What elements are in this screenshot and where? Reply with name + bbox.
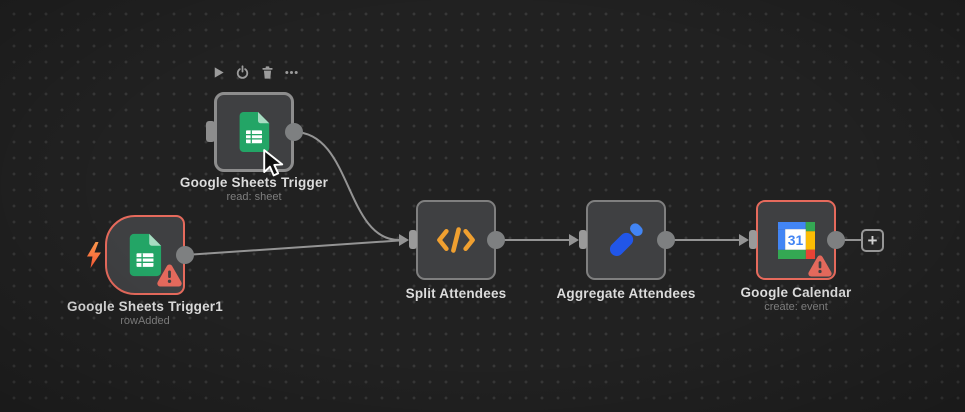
google-sheets-icon (239, 112, 270, 152)
node5-input-port[interactable] (749, 230, 757, 249)
node5-subtitle: create: event (764, 301, 828, 313)
arrowhead-split-input (399, 234, 409, 246)
wire-sheets-trigger1-to-split (184, 239, 400, 256)
lightning-bolt-icon (87, 242, 101, 268)
mouse-cursor-icon (263, 149, 284, 177)
node4-label: Aggregate Attendees (556, 286, 696, 301)
google-sheets-icon (129, 233, 162, 277)
node3-output-port[interactable] (487, 231, 505, 249)
node4-output-port[interactable] (657, 231, 675, 249)
play-icon (214, 66, 224, 78)
node2-subtitle: rowAdded (120, 315, 170, 327)
delete-node-button[interactable] (259, 64, 275, 80)
node3-input-port[interactable] (409, 230, 417, 249)
node-aggregate-attendees[interactable] (586, 200, 666, 280)
node2-label: Google Sheets Trigger1 (67, 299, 223, 314)
add-node-button[interactable]: + (861, 229, 884, 252)
calendar-day-number: 31 (787, 232, 803, 248)
node5-label: Google Calendar (740, 285, 852, 300)
node1-left-notch (206, 121, 215, 142)
power-icon (237, 64, 249, 79)
node-split-attendees[interactable] (416, 200, 496, 280)
more-options-button[interactable] (284, 64, 300, 80)
execute-node-button[interactable] (210, 64, 226, 80)
node-google-calendar[interactable]: 31 (756, 200, 836, 280)
google-calendar-icon: 31 (777, 221, 815, 259)
node3-label: Split Attendees (405, 286, 507, 301)
node-hover-toolbar (210, 63, 300, 81)
node1-output-port[interactable] (285, 123, 303, 141)
warning-triangle-icon (157, 264, 182, 287)
trash-icon (262, 65, 273, 79)
warning-triangle-icon (808, 255, 832, 277)
code-icon (437, 227, 475, 253)
arrowhead-aggregate-input (569, 234, 579, 246)
wire-sheets-trigger-to-split (293, 131, 400, 241)
node1-label: Google Sheets Trigger (179, 175, 329, 190)
aggregate-pill-icon (609, 223, 643, 257)
node5-output-port[interactable] (827, 231, 845, 249)
node2-output-port[interactable] (176, 246, 194, 264)
node1-subtitle: read: sheet (226, 191, 282, 203)
node4-input-port[interactable] (579, 230, 587, 249)
disable-node-button[interactable] (235, 64, 251, 80)
ellipsis-icon (285, 70, 299, 74)
arrowhead-calendar-input (739, 234, 749, 246)
